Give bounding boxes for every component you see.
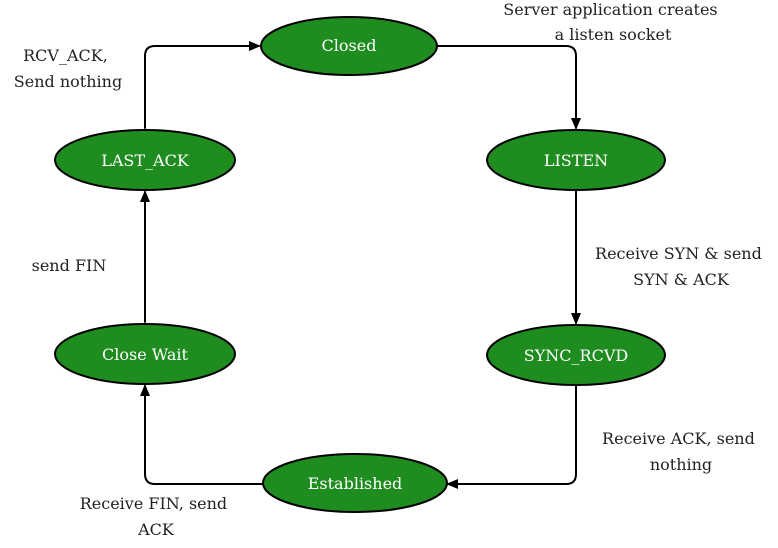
label-sync-rcvd-to-established-line-2: nothing <box>650 455 712 474</box>
label-last-ack-to-closed-line-1: RCV_ACK, <box>23 46 108 65</box>
state-closed-label: Closed <box>322 36 377 55</box>
state-listen-label: LISTEN <box>544 151 608 170</box>
label-listen-to-sync-rcvd-line-2: SYN & ACK <box>633 270 730 289</box>
label-close-wait-to-last-ack-line-1: send FIN <box>32 256 107 275</box>
label-established-to-close-wait: Receive FIN, send ACK <box>80 494 233 539</box>
label-sync-rcvd-to-established-line-1: Receive ACK, send <box>602 429 755 448</box>
label-close-wait-to-last-ack: send FIN <box>32 256 107 275</box>
arrow-last-ack-to-closed <box>144 41 261 129</box>
arrow-sync-rcvd-to-established <box>446 385 577 489</box>
state-last-ack: LAST_ACK <box>54 129 236 191</box>
arrow-established-to-close-wait <box>140 384 264 485</box>
state-close-wait-label: Close Wait <box>102 345 188 364</box>
state-listen: LISTEN <box>486 129 666 191</box>
label-last-ack-to-closed-line-2: Send nothing <box>14 72 122 91</box>
state-sync-rcvd-label: SYNC_RCVD <box>524 346 628 365</box>
label-established-to-close-wait-line-2: ACK <box>137 520 175 539</box>
state-closed: Closed <box>260 16 438 76</box>
state-established: Established <box>262 453 448 513</box>
label-listen-to-sync-rcvd-line-1: Receive SYN & send <box>595 244 762 263</box>
label-closed-to-listen: Server application creates a listen sock… <box>503 0 722 44</box>
label-listen-to-sync-rcvd: Receive SYN & send SYN & ACK <box>595 244 767 289</box>
label-closed-to-listen-line-1: Server application creates <box>503 0 717 19</box>
arrow-closed-to-listen <box>436 45 581 130</box>
state-last-ack-label: LAST_ACK <box>101 151 190 170</box>
label-sync-rcvd-to-established: Receive ACK, send nothing <box>602 429 760 474</box>
label-closed-to-listen-line-2: a listen socket <box>555 25 672 44</box>
state-sync-rcvd: SYNC_RCVD <box>486 324 666 386</box>
label-last-ack-to-closed: RCV_ACK, Send nothing <box>14 46 122 91</box>
state-close-wait: Close Wait <box>54 323 236 385</box>
state-established-label: Established <box>308 474 403 493</box>
label-established-to-close-wait-line-1: Receive FIN, send <box>80 494 227 513</box>
